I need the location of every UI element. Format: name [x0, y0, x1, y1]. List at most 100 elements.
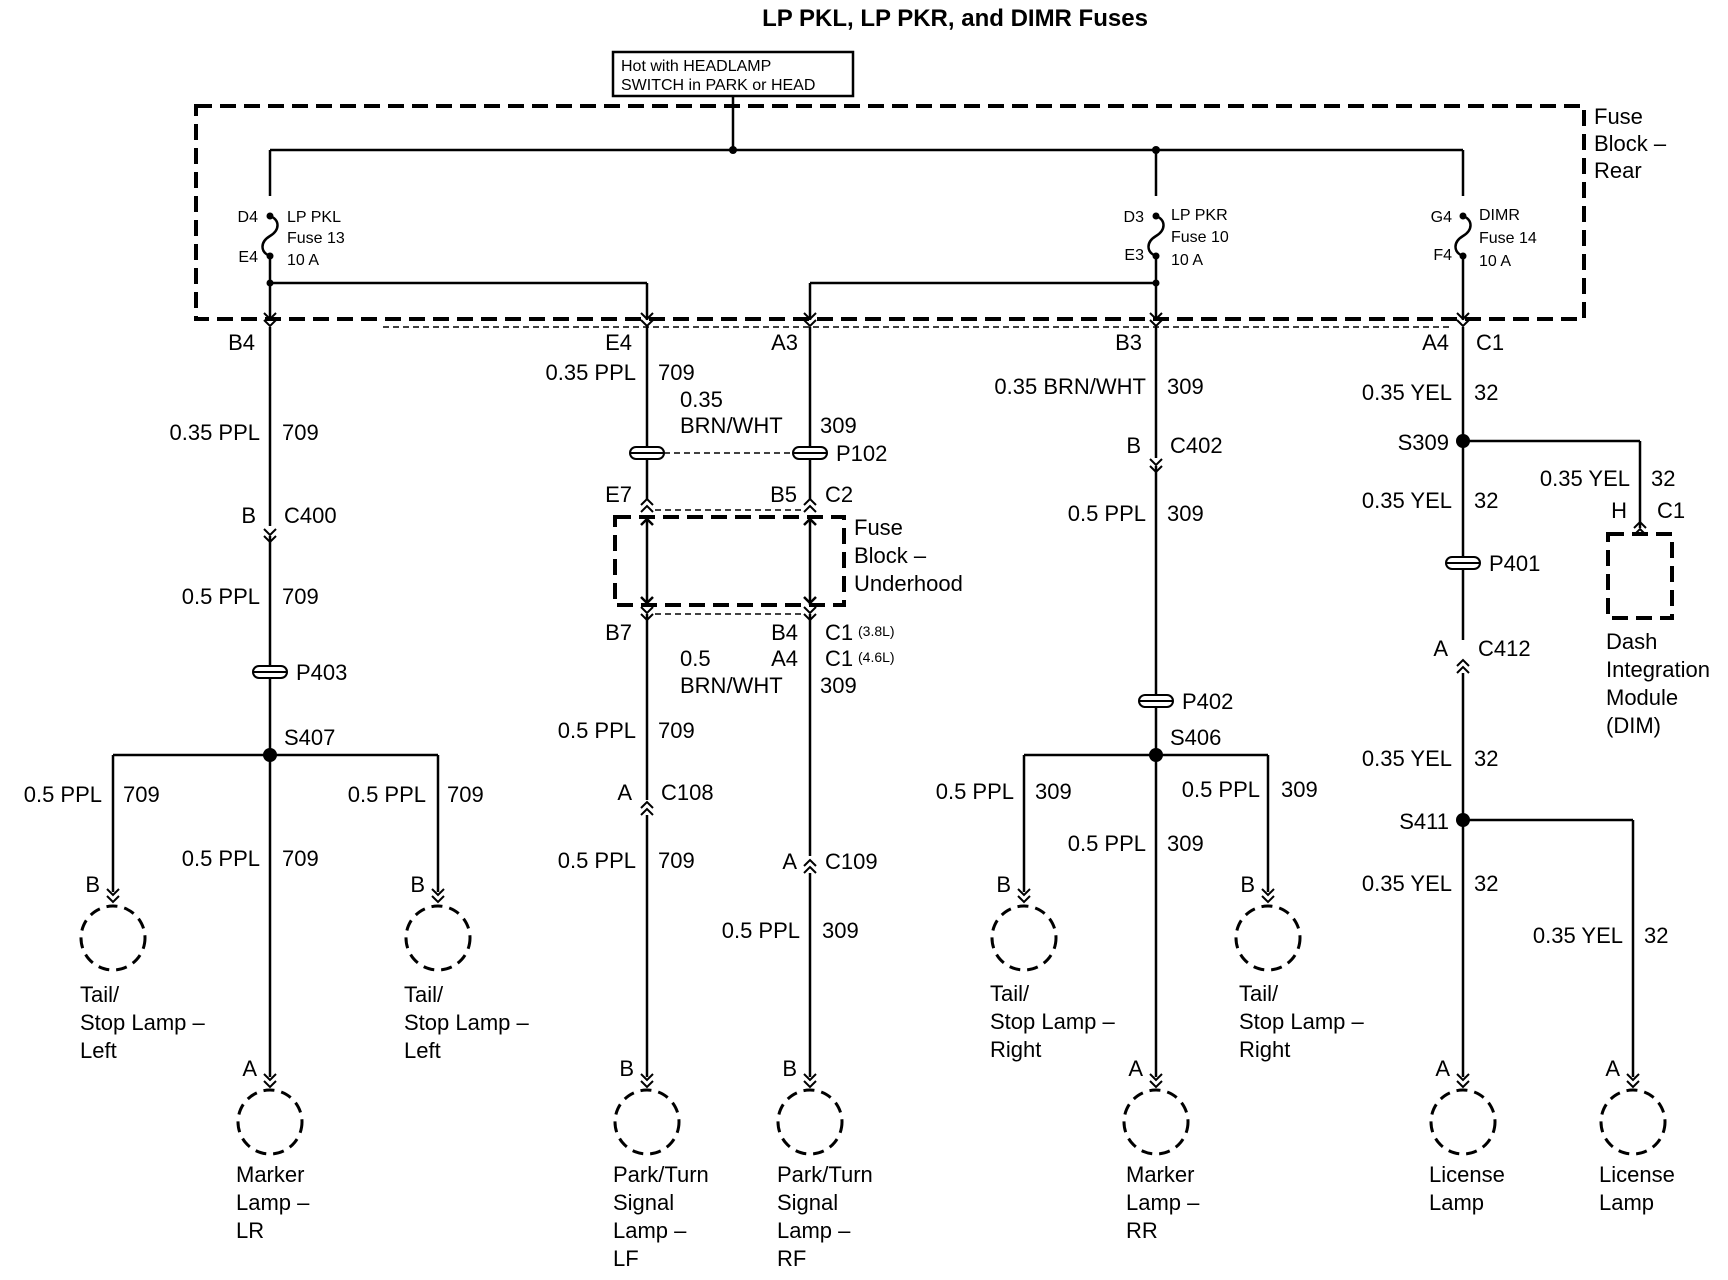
conn-pin: A [1433, 636, 1448, 661]
fbr-label-3: Rear [1594, 158, 1642, 183]
fuse-rating: 10 A [287, 252, 319, 269]
lamp-pin: B [410, 872, 425, 897]
arrow [803, 596, 817, 605]
wire-color: BRN/WHT [680, 413, 783, 438]
lamp-pin: A [1435, 1056, 1450, 1081]
conn-label: B4 [228, 330, 255, 355]
lamp-label: Stop Lamp – [1239, 1009, 1365, 1034]
lamp-label: Stop Lamp – [990, 1009, 1116, 1034]
conn-pin: H [1611, 498, 1627, 523]
splice-id: S407 [284, 725, 335, 750]
fuse-number: Fuse 10 [1171, 229, 1229, 246]
lamp-park-turn-lf [613, 1088, 681, 1156]
lamp-label: Left [404, 1038, 441, 1063]
lamp-tail-stop-right [990, 904, 1058, 972]
lamp-label: Right [1239, 1037, 1290, 1062]
lamp-pin: A [1128, 1056, 1143, 1081]
wire-size: 0.5 PPL [1068, 501, 1146, 526]
lamp-label: Signal [777, 1190, 838, 1215]
splice-pack-p403 [252, 665, 288, 679]
splice-id: S406 [1170, 725, 1221, 750]
lamp-label: License [1599, 1162, 1675, 1187]
fuse-name: LP PKL [287, 209, 341, 226]
lamp-label: Tail/ [80, 982, 120, 1007]
wire-size: 0.5 [680, 646, 711, 671]
conn-label: C2 [825, 482, 853, 507]
wire-circuit: 309 [1281, 777, 1318, 802]
dim-label: Module [1606, 685, 1678, 710]
lamp-license [1429, 1088, 1497, 1156]
conn-id: C1 [1657, 498, 1685, 523]
hot-note: Hot with HEADLAMP SWITCH in PARK or HEAD [611, 50, 855, 98]
lamp-label: Tail/ [990, 981, 1030, 1006]
splice-pack-p102 [792, 446, 828, 460]
hot-note-line2: SWITCH in PARK or HEAD [621, 77, 815, 94]
lamp-tail-stop-left [79, 904, 147, 972]
wire-circuit: 709 [658, 360, 695, 385]
splice-id: S411 [1399, 809, 1449, 834]
lamp-label: Lamp – [777, 1218, 851, 1243]
lamp-pin: B [996, 872, 1011, 897]
lamp-label: Lamp – [1126, 1190, 1200, 1215]
wire-circuit: 309 [822, 918, 859, 943]
wire-size: 0.35 YEL [1533, 923, 1623, 948]
wire-circuit: 309 [1035, 779, 1072, 804]
lamp-label: Marker [1126, 1162, 1194, 1187]
lamp-label: Lamp – [613, 1218, 687, 1243]
fuse-lp-pkr: D3 E3 LP PKR Fuse 10 10 A [1124, 207, 1229, 269]
wire-circuit: 309 [1167, 374, 1204, 399]
conn-label: A3 [771, 330, 798, 355]
wire-size: 0.5 PPL [558, 848, 636, 873]
conn-id: C412 [1478, 636, 1531, 661]
lamp-pin: A [1605, 1056, 1620, 1081]
wire-size: 0.35 YEL [1362, 488, 1452, 513]
lamp-pin: B [1240, 872, 1255, 897]
arrow [803, 517, 817, 526]
conn-id: C108 [661, 780, 714, 805]
fuse-number: Fuse 13 [287, 230, 345, 247]
wire-circuit: 709 [282, 846, 319, 871]
conn-id: C109 [825, 849, 878, 874]
wire-size: 0.5 PPL [348, 782, 426, 807]
connector-c108 [640, 801, 654, 816]
fuse-block-underhood-outline [613, 515, 846, 607]
wire-size: 0.5 PPL [24, 782, 102, 807]
lamp-label: Lamp – [236, 1190, 310, 1215]
wire-size: 0.35 PPL [545, 360, 636, 385]
fuse-in-pin: D4 [238, 209, 259, 226]
wire-circuit: 309 [820, 413, 857, 438]
wire-circuit: 32 [1644, 923, 1668, 948]
fbu-label-2: Block – [854, 543, 927, 568]
conn-label: C1 [1476, 330, 1504, 355]
wire-circuit: 32 [1474, 488, 1498, 513]
wire-size: 0.35 YEL [1362, 871, 1452, 896]
fuse-out-pin: E3 [1124, 247, 1144, 264]
wire-size: 0.5 PPL [722, 918, 800, 943]
conn-label: B3 [1115, 330, 1142, 355]
lamp-label: LF [613, 1246, 639, 1271]
conn-note: (3.8L) [858, 623, 895, 639]
wire-circuit: 32 [1474, 746, 1498, 771]
hot-note-line1: Hot with HEADLAMP [621, 58, 771, 75]
conn-id: C400 [284, 503, 337, 528]
wire-circuit: 309 [1167, 501, 1204, 526]
wire-circuit: 32 [1474, 871, 1498, 896]
hot-note-box [611, 50, 855, 98]
connector-c109 [803, 859, 817, 874]
lamp-label: Marker [236, 1162, 304, 1187]
lamp-label: Lamp [1599, 1190, 1654, 1215]
fbu-label-3: Underhood [854, 571, 963, 596]
diagram-title: LP PKL, LP PKR, and DIMR Fuses [762, 5, 1148, 32]
conn-pin: B [1126, 433, 1141, 458]
conn-label: A4 [771, 646, 798, 671]
lamp-park-turn-rf [776, 1088, 844, 1156]
lamp-label: RR [1126, 1218, 1158, 1243]
lamp-label: Park/Turn [613, 1162, 709, 1187]
fbu-label-1: Fuse [854, 515, 903, 540]
lamp-label: Park/Turn [777, 1162, 873, 1187]
wire-size: 0.35 YEL [1362, 380, 1452, 405]
conn-label: A4 [1422, 330, 1449, 355]
conn-label: C1 [825, 646, 853, 671]
lamp-label: Lamp [1429, 1190, 1484, 1215]
dim-label: Integration [1606, 657, 1710, 682]
